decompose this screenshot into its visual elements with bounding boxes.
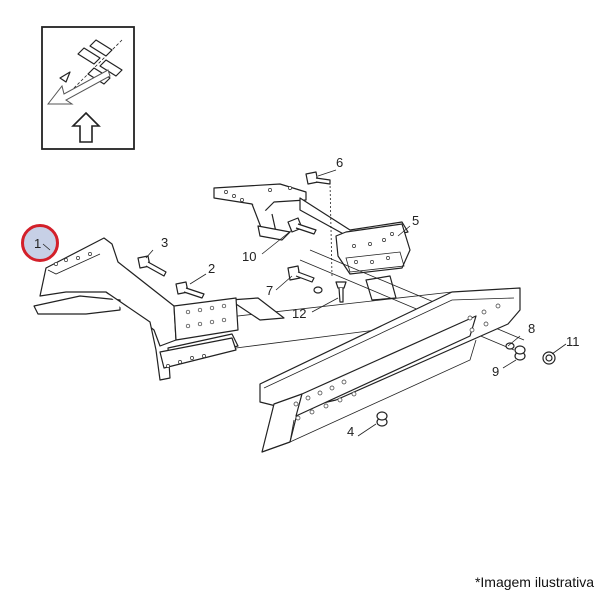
bolt-10: [287, 217, 317, 235]
nut-9: [514, 345, 526, 361]
rear-bracket-assembly: [213, 183, 411, 301]
washer-11: [542, 351, 556, 365]
callout-label-1: 1: [34, 236, 41, 251]
bolt-7: [287, 265, 323, 294]
nut-8: [505, 342, 515, 350]
callout-label-4[interactable]: 4: [347, 424, 354, 439]
up-arrow-icon: [71, 111, 101, 143]
nut-4: [376, 411, 388, 427]
rail-holes: [293, 303, 501, 421]
pin-12: [335, 281, 347, 303]
callout-label-6[interactable]: 6: [336, 155, 343, 170]
callout-label-2[interactable]: 2: [208, 261, 215, 276]
callout-label-12[interactable]: 12: [292, 306, 306, 321]
leader-lines: [145, 169, 567, 437]
callout-1-highlight[interactable]: 1: [21, 224, 59, 262]
callout-label-9[interactable]: 9: [492, 364, 499, 379]
callout-label-2-src[interactable]: 3: [161, 235, 168, 250]
callout-label-7[interactable]: 7: [266, 283, 273, 298]
bolt-2: [175, 281, 205, 299]
main-side-member: [259, 287, 521, 453]
fasteners: [137, 171, 556, 427]
callout-label-10[interactable]: 10: [242, 249, 256, 264]
bolt-6: [305, 171, 333, 277]
orientation-arrow-icon: [46, 39, 123, 105]
callout-label-11[interactable]: 11: [566, 334, 580, 349]
callout-label-5[interactable]: 5: [412, 213, 419, 228]
bolt-3: [137, 255, 167, 277]
illustrative-image-note: *Imagem ilustrativa: [474, 574, 594, 590]
callout-label-8[interactable]: 8: [528, 321, 535, 336]
orientation-indicator: [41, 26, 135, 150]
front-left-bracket: [33, 237, 239, 381]
